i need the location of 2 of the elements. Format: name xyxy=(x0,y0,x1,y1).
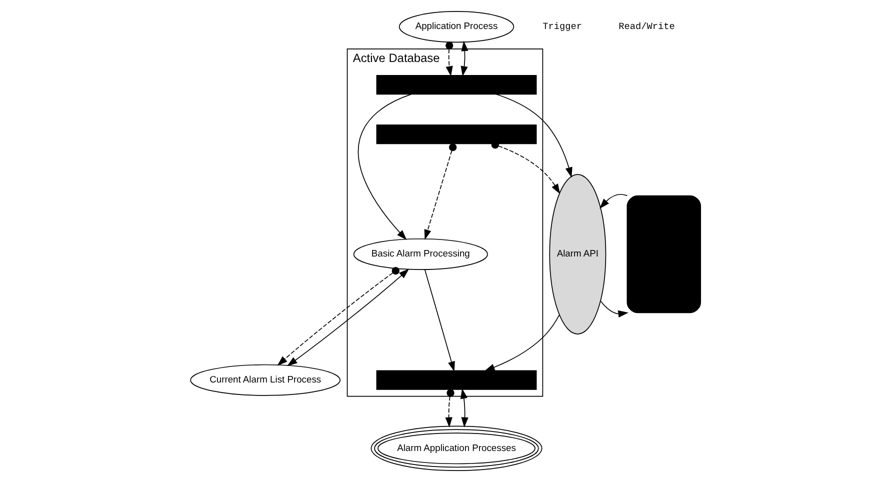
legend-label: Trigger xyxy=(542,21,582,32)
legend-label: Read/Write xyxy=(618,21,674,32)
